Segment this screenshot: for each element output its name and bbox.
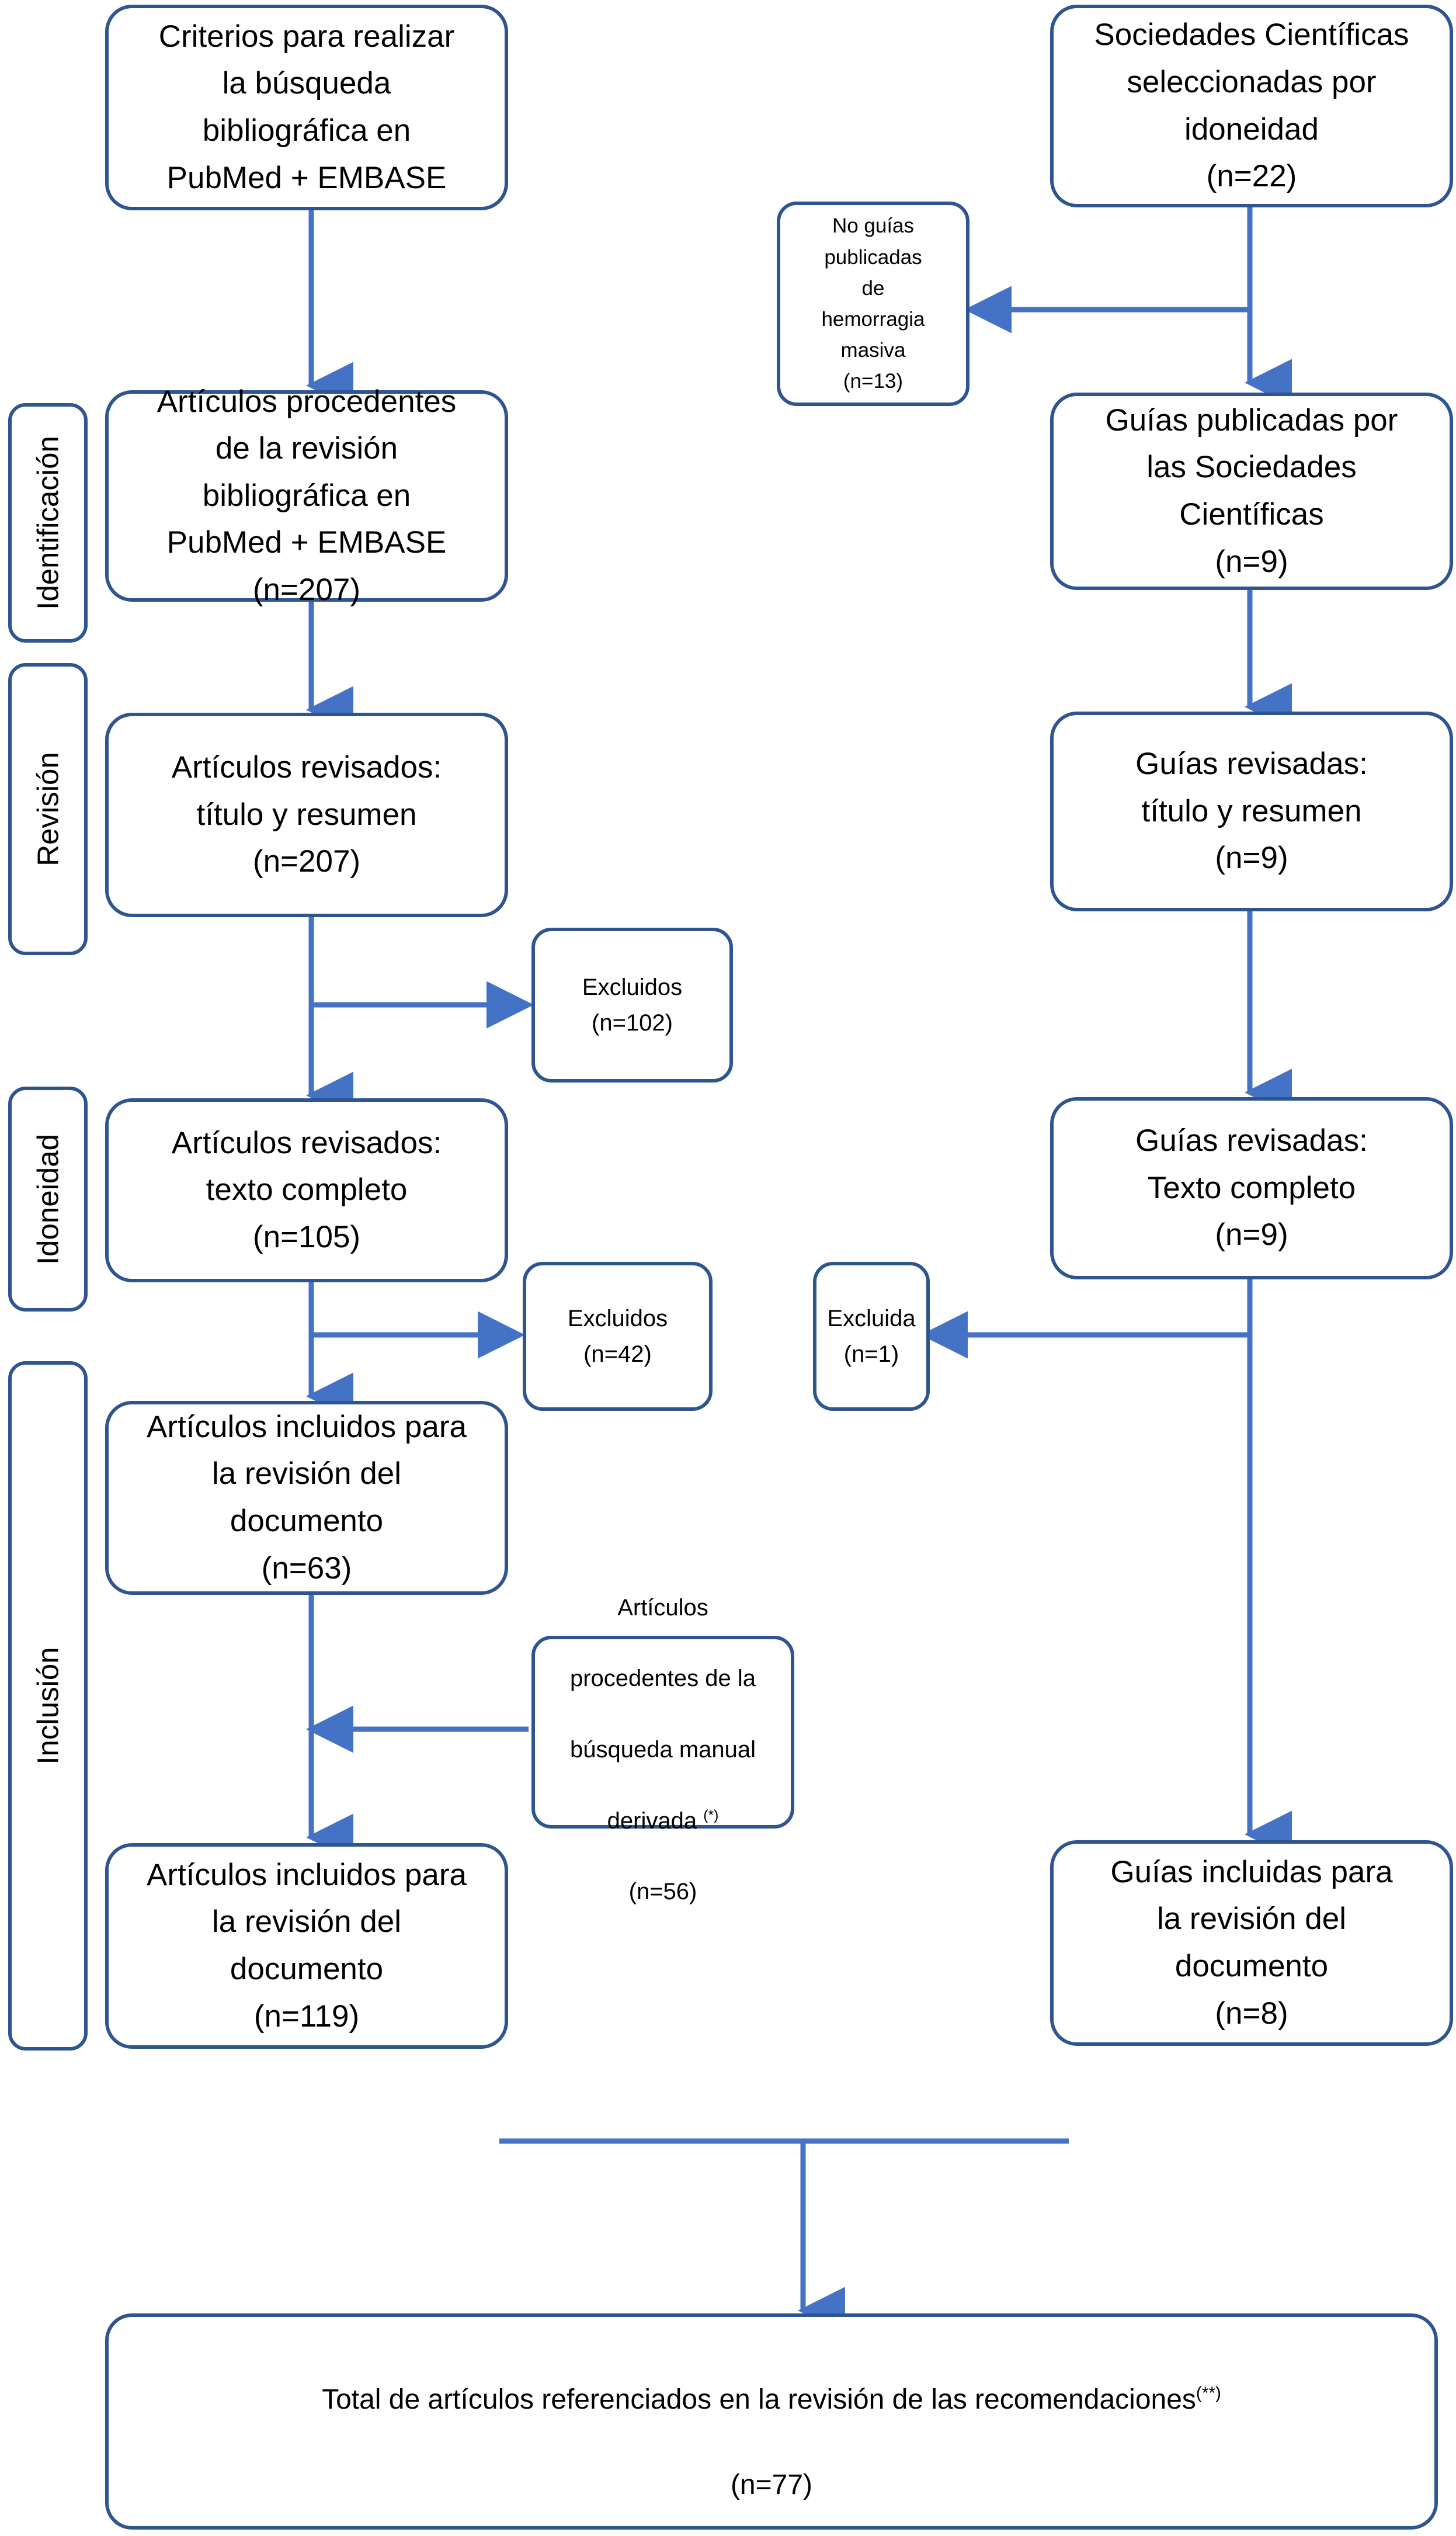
node-articulos-incluidos-63[interactable]: Artículos incluidos para la revisión del… bbox=[105, 1401, 508, 1595]
node-excluida-1-label: Excluida (n=1) bbox=[827, 1305, 916, 1367]
arrow-guias-texto-to-excluida-1 bbox=[920, 1279, 1253, 1359]
node-criterios-busqueda-label: Criterios para realizar la búsqueda bibl… bbox=[158, 19, 455, 195]
node-sociedades-cientificas-label: Sociedades Científicas seleccionadas por… bbox=[1094, 18, 1409, 194]
node-articulos-revisados-texto-label: Artículos revisados: texto completo (n=1… bbox=[171, 1125, 442, 1254]
stage-idoneidad: Idoneidad bbox=[8, 1087, 88, 1312]
node-criterios-busqueda[interactable]: Criterios para realizar la búsqueda bibl… bbox=[105, 5, 508, 210]
node-articulos-incluidos-119-label: Artículos incluidos para la revisión del… bbox=[147, 1857, 467, 2034]
node-articulos-identificacion-label: Artículos procedentes de la revisión bib… bbox=[157, 384, 457, 607]
arrow-idoneidad-to-excluidos-42 bbox=[308, 1282, 525, 1359]
stage-label-revision: Revisión bbox=[31, 752, 65, 866]
node-busqueda-manual[interactable]: Artículos procedentes de la búsqueda man… bbox=[531, 1595, 794, 1904]
busqueda-manual-footnote-marker: (*) bbox=[703, 1808, 719, 1824]
node-excluidos-42-label: Excluidos (n=42) bbox=[567, 1305, 668, 1367]
node-guias-revisadas-titulo-label: Guías revisadas: título y resumen (n=9) bbox=[1135, 747, 1368, 876]
arrow-revision-to-excluidos-102 bbox=[308, 917, 534, 1029]
node-busqueda-manual-label: Artículos procedentes de la búsqueda man… bbox=[562, 1555, 764, 1910]
busqueda-manual-line-2: procedentes de la bbox=[569, 1666, 756, 1692]
node-total-articulos-referenciados-label: Total de artículos referenciados en la r… bbox=[314, 2336, 1229, 2507]
node-guias-revisadas-texto[interactable]: Guías revisadas: Texto completo (n=9) bbox=[1050, 1097, 1453, 1279]
node-guias-revisadas-texto-label: Guías revisadas: Texto completo (n=9) bbox=[1135, 1123, 1368, 1253]
node-excluidos-42[interactable]: Excluidos (n=42) bbox=[523, 1262, 713, 1411]
node-excluidos-102[interactable]: Excluidos (n=102) bbox=[531, 928, 733, 1083]
node-articulos-revisados-titulo-label: Artículos revisados: título y resumen (n… bbox=[171, 750, 442, 879]
node-excluida-1[interactable]: Excluida (n=1) bbox=[813, 1262, 930, 1411]
total-line-1: Total de artículos referenciados en la r… bbox=[322, 2384, 1196, 2416]
node-articulos-revisados-titulo[interactable]: Artículos revisados: título y resumen (n… bbox=[105, 713, 508, 917]
stage-label-inclusion: Inclusión bbox=[31, 1647, 65, 1765]
busqueda-manual-line-4: derivada bbox=[607, 1808, 704, 1834]
node-guias-incluidas-8[interactable]: Guías incluidas para la revisión del doc… bbox=[1050, 1840, 1453, 2046]
node-no-guias-publicadas[interactable]: No guías publicadas de hemorragia masiva… bbox=[777, 202, 969, 406]
node-articulos-identificacion[interactable]: Artículos procedentes de la revisión bib… bbox=[105, 384, 508, 607]
stage-identificacion: Identificación bbox=[8, 403, 88, 643]
node-articulos-incluidos-63-label: Artículos incluidos para la revisión del… bbox=[147, 1409, 467, 1586]
node-articulos-revisados-texto[interactable]: Artículos revisados: texto completo (n=1… bbox=[105, 1098, 508, 1282]
arrow-sociedades-to-noguias bbox=[964, 207, 1253, 334]
node-excluidos-102-label: Excluidos (n=102) bbox=[582, 974, 683, 1036]
total-footnote-marker: (**) bbox=[1196, 2384, 1221, 2403]
stage-label-idoneidad: Idoneidad bbox=[31, 1133, 65, 1265]
total-line-2: (n=77) bbox=[730, 2469, 813, 2500]
node-total-articulos-referenciados[interactable]: Total de artículos referenciados en la r… bbox=[105, 2313, 1438, 2530]
busqueda-manual-line-3: búsqueda manual bbox=[569, 1737, 756, 1763]
busqueda-manual-line-1: Artículos bbox=[617, 1594, 708, 1621]
node-sociedades-cientificas[interactable]: Sociedades Científicas seleccionadas por… bbox=[1050, 5, 1453, 207]
node-guias-incluidas-8-label: Guías incluidas para la revisión del doc… bbox=[1110, 1854, 1393, 2031]
stage-label-identificacion: Identificación bbox=[31, 436, 65, 610]
node-articulos-incluidos-119[interactable]: Artículos incluidos para la revisión del… bbox=[105, 1843, 508, 2049]
busqueda-manual-line-5: (n=56) bbox=[628, 1879, 697, 1905]
node-guias-revisadas-titulo[interactable]: Guías revisadas: título y resumen (n=9) bbox=[1050, 712, 1453, 911]
stage-inclusion: Inclusión bbox=[8, 1361, 88, 2051]
node-guias-publicadas[interactable]: Guías publicadas por las Sociedades Cien… bbox=[1050, 393, 1453, 590]
node-guias-publicadas-label: Guías publicadas por las Sociedades Cien… bbox=[1105, 403, 1398, 579]
node-no-guias-publicadas-label: No guías publicadas de hemorragia masiva… bbox=[821, 214, 925, 393]
stage-revision: Revisión bbox=[8, 663, 88, 955]
